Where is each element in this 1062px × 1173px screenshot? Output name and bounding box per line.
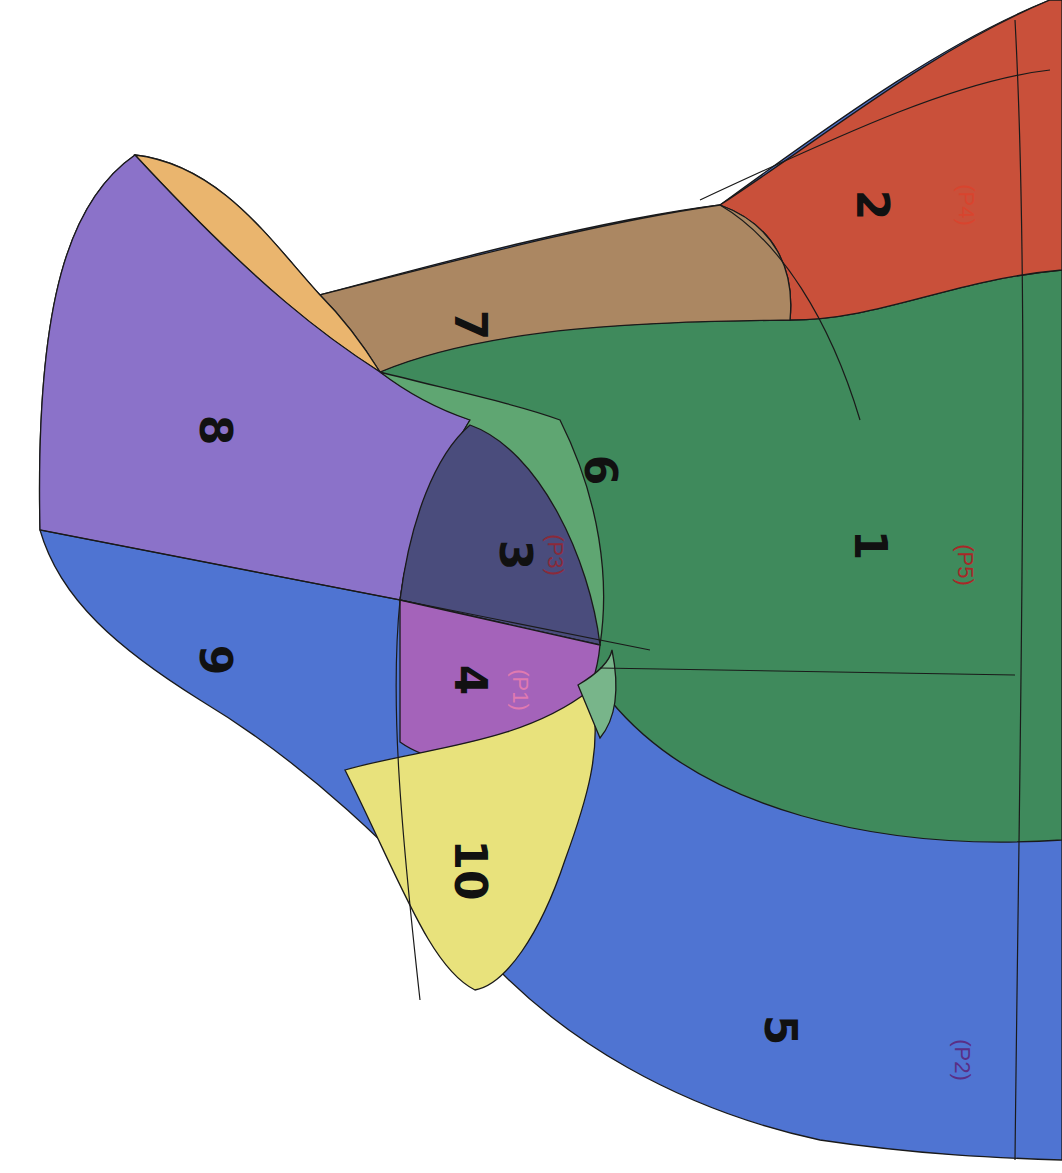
grid-lines [40,20,1050,1160]
region-number: 7 [448,310,492,341]
grid-line [1015,20,1023,1160]
region-number: 10 [448,839,492,900]
region-brown [320,205,791,372]
region-number: 9 [193,645,237,676]
region-number: 1 [848,530,892,561]
region-number: 6 [578,455,622,486]
grid-line [720,205,860,420]
region-number: 4 [448,665,492,696]
grid-line [700,70,1050,200]
region-number: 5 [758,1015,802,1046]
surface-regions [40,0,1062,1160]
pole-label: (P4) [955,184,977,226]
pole-label: (P2) [951,1039,973,1081]
region-number: 2 [850,190,894,221]
pole-label: (P5) [954,544,976,586]
region-number: 8 [193,415,237,446]
region-yellow [345,690,595,990]
grid-line [600,668,1015,675]
pole-label: (P1) [509,669,531,711]
surface-base [40,0,1062,1160]
region-number: 3 [493,540,537,571]
grid-line [396,600,420,1000]
region-green-sliver [578,650,616,738]
grid-line [40,530,650,650]
region-purple [40,155,470,600]
pole-label: (P3) [544,534,566,576]
